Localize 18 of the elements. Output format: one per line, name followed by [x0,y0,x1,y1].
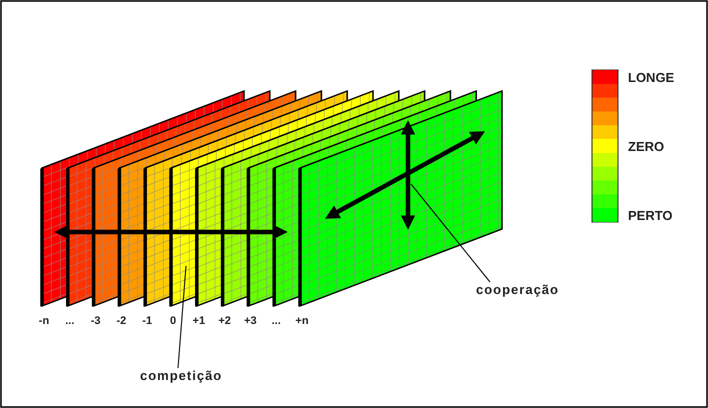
leader-line [178,266,186,368]
layer-number: +n [294,314,310,329]
layer-number: +3 [243,314,258,329]
layer-number: -1 [141,314,154,329]
layer-number: -n [38,314,50,329]
legend-label: ZERO [628,139,664,154]
legend-label: LONGE [628,70,674,85]
layer-number: 0 [168,314,178,329]
legend-label: PERTO [628,208,673,224]
callout-text: cooperação [476,282,559,297]
layer-number: -3 [90,314,102,329]
layer-number: +2 [217,314,232,329]
callout-text: competição [140,368,222,383]
leader-line [410,184,490,282]
layer-number: +1 [192,314,206,329]
layer-number: -2 [116,314,128,329]
layer-number: ... [270,314,282,329]
layer-number: ... [64,314,76,329]
